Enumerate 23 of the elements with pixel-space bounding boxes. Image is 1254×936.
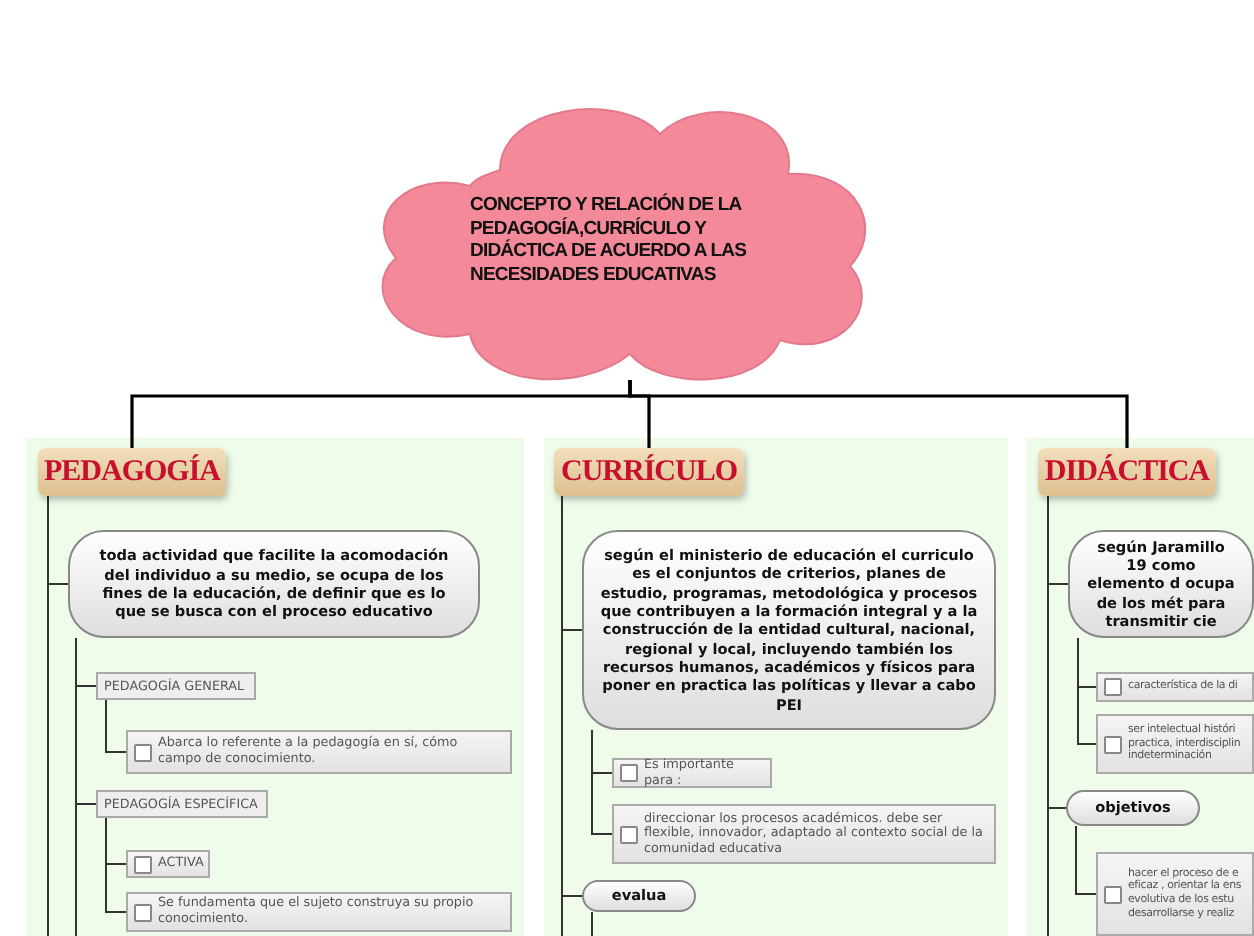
connector-line <box>591 729 613 835</box>
category-header: PEDAGOGÍA <box>38 448 226 496</box>
connector-line <box>1075 825 1097 895</box>
note-box <box>126 730 512 774</box>
note-box <box>612 758 772 788</box>
note-box <box>1096 714 1254 774</box>
note-box <box>612 804 996 864</box>
connector-line <box>1077 637 1097 745</box>
category-header: DIDÁCTICA <box>1038 448 1216 496</box>
connector-line <box>105 699 127 753</box>
connector-line <box>628 380 1129 448</box>
connector-line <box>75 637 77 936</box>
title-text: CONCEPTO Y RELACIÓN DE LA PEDAGOGÍA,CURRÍCULO Y DIDÁCTICA DE ACUERDO A LAS NECESIDADES EDUCATIVAS <box>470 194 749 286</box>
connector-line <box>105 817 127 913</box>
note-box <box>126 892 512 932</box>
connector-line <box>561 495 563 936</box>
category-header: CURRÍCULO <box>554 448 744 496</box>
note-box <box>126 850 210 878</box>
connector-line <box>591 911 593 936</box>
note-box <box>1096 672 1254 702</box>
connector-line <box>47 495 49 936</box>
connector-line <box>1047 495 1049 936</box>
note-box <box>1096 852 1254 936</box>
